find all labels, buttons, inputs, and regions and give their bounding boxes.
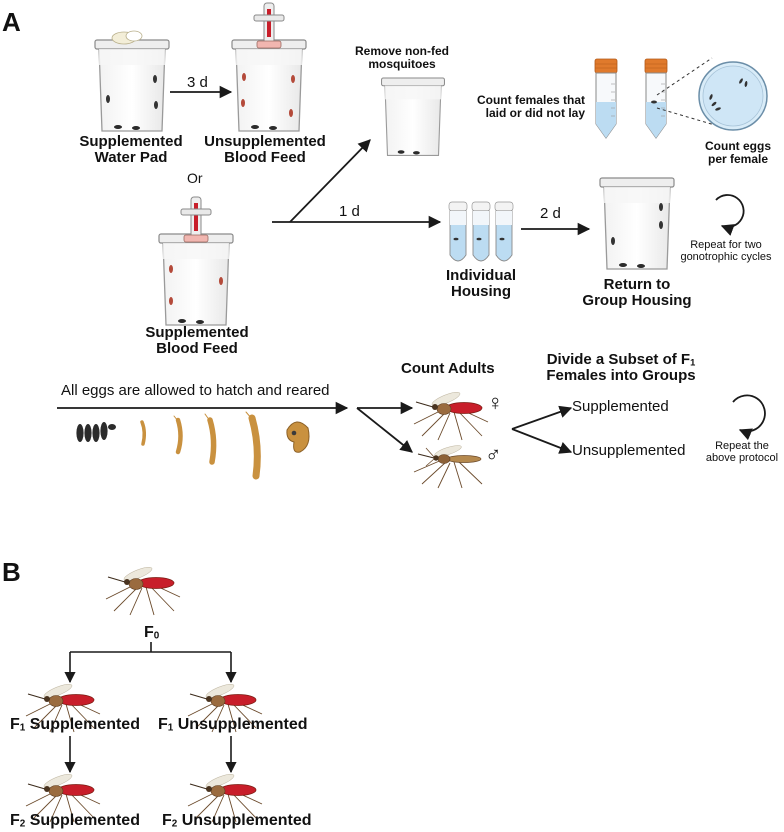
label-f1-unsupplemented: F1 Unsupplemented <box>158 716 308 734</box>
label-2d: 2 d <box>540 205 561 222</box>
arrow-to-male <box>356 407 413 453</box>
label-individual-housing: Individual Housing <box>445 267 517 301</box>
arrow-to-supplemented <box>511 405 573 430</box>
lineage-tree <box>64 642 237 774</box>
repeat-cycle-icon <box>715 194 745 236</box>
label-or: Or <box>187 170 203 186</box>
label-repeat-protocol: Repeat the above protocol <box>705 440 779 464</box>
arrow-to-remove <box>289 139 371 223</box>
repeat-protocol-icon <box>732 394 766 441</box>
panel-a-letter: A <box>2 7 21 37</box>
label-count-females: Count females that laid or did not lay <box>476 93 585 120</box>
label-count-eggs: Count eggs per female <box>705 139 771 166</box>
label-repeat-two-cycles: Repeat for two gonotrophic cycles <box>680 239 772 263</box>
label-unsupplemented-blood-feed: Unsupplemented Blood Feed <box>204 133 326 167</box>
panel-b-letter: B <box>2 557 21 587</box>
label-1d: 1 d <box>339 203 360 220</box>
male-symbol: ♂ <box>485 442 502 467</box>
label-supplemented-blood-feed: Supplemented Blood Feed <box>145 324 249 358</box>
cup-remove-non-fed <box>380 77 446 156</box>
egg-tube-2 <box>644 58 668 139</box>
label-f0: F0 <box>144 624 160 642</box>
eggs <box>76 422 116 442</box>
label-return-group-housing: Return to Group Housing <box>582 276 692 310</box>
cup-water-pad <box>94 30 170 132</box>
label-remove-non-fed: Remove non-fed mosquitoes <box>354 44 450 71</box>
individual-housing-tubes <box>448 201 514 262</box>
label-supplemented-water-pad: Supplemented Water Pad <box>79 133 183 167</box>
egg-tube-1 <box>594 58 618 139</box>
cup-unsupplemented-blood-feed <box>231 2 307 132</box>
larva-stage-1 <box>140 420 147 446</box>
label-count-adults: Count Adults <box>401 360 495 377</box>
female-symbol: ♀ <box>487 390 504 415</box>
label-f2-supplemented: F2 Supplemented <box>10 812 140 830</box>
label-eggs-hatch: All eggs are allowed to hatch and reared <box>61 382 330 399</box>
larva-stage-2 <box>173 415 183 455</box>
larva-stage-4 <box>245 411 261 480</box>
label-f2-unsupplemented: F2 Unsupplemented <box>162 812 312 830</box>
cup-supplemented-blood-feed <box>158 196 234 326</box>
label-divide-subset: Divide a Subset of F1 Females into Group… <box>546 351 696 385</box>
cup-group-housing <box>599 177 675 270</box>
label-supplemented: Supplemented <box>572 398 669 415</box>
petri-dish <box>698 61 768 131</box>
label-unsupplemented: Unsupplemented <box>572 442 686 459</box>
adult-female-mosquito <box>413 389 489 441</box>
label-f1-supplemented: F1 Supplemented <box>10 716 140 734</box>
adult-male-mosquito <box>413 442 483 489</box>
larva-stage-3 <box>204 413 217 465</box>
pupa <box>286 421 310 453</box>
label-3d: 3 d <box>187 74 208 91</box>
arrow-to-unsupplemented <box>511 428 573 454</box>
mosquito-f0 <box>105 564 181 616</box>
